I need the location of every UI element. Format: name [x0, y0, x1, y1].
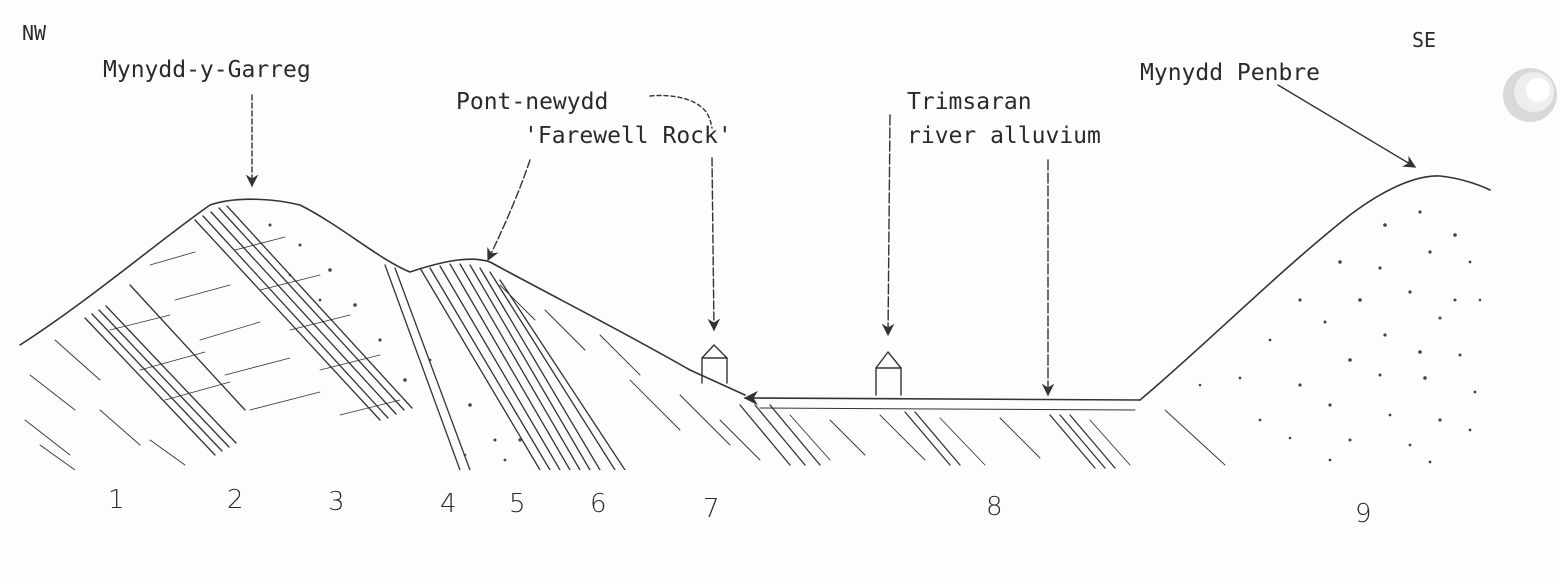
- alluvium-base: [759, 407, 1136, 411]
- label-trimsaran: Trimsaran: [907, 89, 1032, 115]
- ground-profile-se: [1139, 175, 1491, 401]
- ground-profile: [19, 198, 746, 396]
- label-pont-newydd: Pont-newydd: [456, 89, 608, 115]
- unit-numbers: 1 2 3 4 5 6 7 8 9: [108, 485, 1372, 529]
- orientation-nw: NW: [22, 21, 47, 45]
- limestone-joints: [109, 236, 401, 416]
- unit-number-1: 1: [108, 485, 125, 515]
- unit-number-9: 9: [1355, 499, 1372, 529]
- house-trimsaran: [875, 351, 902, 396]
- unit-number-2: 2: [227, 485, 244, 515]
- unit-number-4: 4: [440, 489, 457, 519]
- coal-bands: [84, 205, 1116, 470]
- unit-number-7: 7: [703, 494, 720, 524]
- dip-hatching: [24, 284, 1226, 470]
- unit-number-5: 5: [509, 489, 526, 519]
- unit-number-3: 3: [328, 487, 345, 517]
- label-river-alluvium: river alluvium: [907, 123, 1101, 149]
- label-arrows: [245, 84, 1417, 397]
- alluvium-surface: [743, 390, 1141, 406]
- sandstone-dots: [268, 210, 1482, 464]
- house-pont-newydd: [701, 344, 728, 384]
- punch-hole: [1503, 68, 1557, 122]
- unit-number-6: 6: [590, 489, 607, 519]
- orientation-se: SE: [1412, 28, 1436, 52]
- label-mynydd-penbre: Mynydd Penbre: [1140, 60, 1320, 86]
- unit-number-8: 8: [986, 492, 1003, 522]
- label-mynydd-y-garreg: Mynydd-y-Garreg: [103, 57, 311, 83]
- label-farewell-rock: 'Farewell Rock': [524, 123, 732, 149]
